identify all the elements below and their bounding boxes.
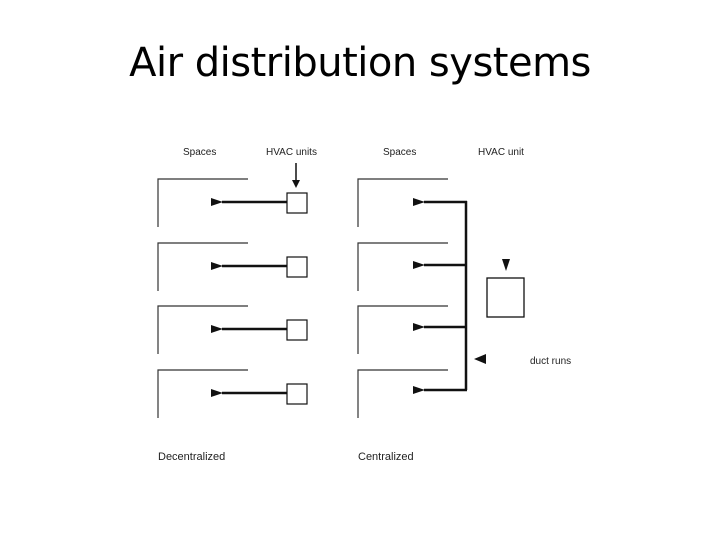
decentralized-system (157, 178, 308, 418)
decentralized-space (157, 369, 248, 418)
duct-runs-pointer (474, 354, 486, 364)
decentralized-space (157, 178, 248, 227)
decentralized-space (157, 242, 248, 291)
centralized-space (357, 369, 448, 418)
decentralized-caption: Decentralized (158, 451, 225, 463)
slide-title: Air distribution systems (129, 40, 591, 86)
duct-runs-label: duct runs (530, 356, 571, 367)
decentralized-units-label: HVAC units (266, 147, 317, 158)
decentralized-hvac-unit (286, 383, 308, 405)
centralized-space (357, 242, 448, 291)
centralized-spaces-label: Spaces (383, 147, 416, 158)
centralized-space (357, 305, 448, 354)
central-hvac-unit (486, 277, 525, 318)
decentralized-space (157, 305, 248, 354)
central-unit-indicator-arrow (502, 259, 510, 271)
centralized-unit-label: HVAC unit (478, 147, 524, 158)
centralized-space (357, 178, 448, 227)
centralized-system (357, 178, 467, 418)
decentralized-spaces-label: Spaces (183, 147, 216, 158)
decentralized-hvac-unit (286, 192, 308, 214)
decentralized-hvac-unit (286, 256, 308, 278)
supply-indicator-arrow (292, 180, 300, 188)
centralized-caption: Centralized (358, 451, 414, 463)
decentralized-hvac-unit (286, 319, 308, 341)
